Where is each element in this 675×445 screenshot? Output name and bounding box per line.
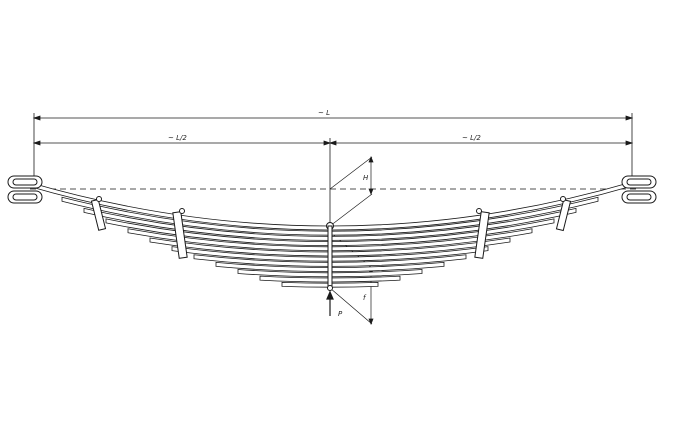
load-arrow-label: P bbox=[338, 310, 343, 318]
camber-upper-label: H bbox=[363, 174, 369, 182]
rebound-clip-3 bbox=[474, 208, 490, 259]
rebound-clip-4 bbox=[555, 196, 572, 232]
spring-leaf-8 bbox=[193, 254, 467, 267]
spring-leaf-6 bbox=[149, 237, 511, 257]
spring-leaf-9 bbox=[215, 261, 445, 272]
left-spring-eye bbox=[7, 175, 43, 204]
left-half-label: ~ L/2 bbox=[168, 134, 187, 142]
camber-upper-dimension bbox=[329, 156, 374, 227]
overall-length-dimension bbox=[32, 113, 634, 185]
rebound-clip-1 bbox=[90, 196, 107, 231]
spring-leaf-5 bbox=[127, 228, 533, 252]
half-length-dimensions bbox=[32, 138, 634, 300]
center-bolt bbox=[326, 222, 334, 291]
rebound-clip-2 bbox=[172, 208, 188, 259]
camber-lower-label: f bbox=[363, 294, 367, 302]
right-spring-eye bbox=[621, 175, 657, 204]
right-half-label: ~ L/2 bbox=[462, 134, 481, 142]
spring-leaf-4 bbox=[105, 218, 555, 246]
spring-leaf-3 bbox=[83, 207, 577, 241]
load-arrow bbox=[326, 290, 334, 316]
spring-leaf-2 bbox=[61, 196, 599, 236]
overall-length-label: ~ L bbox=[318, 109, 330, 117]
spring-leaf-7 bbox=[171, 246, 489, 262]
